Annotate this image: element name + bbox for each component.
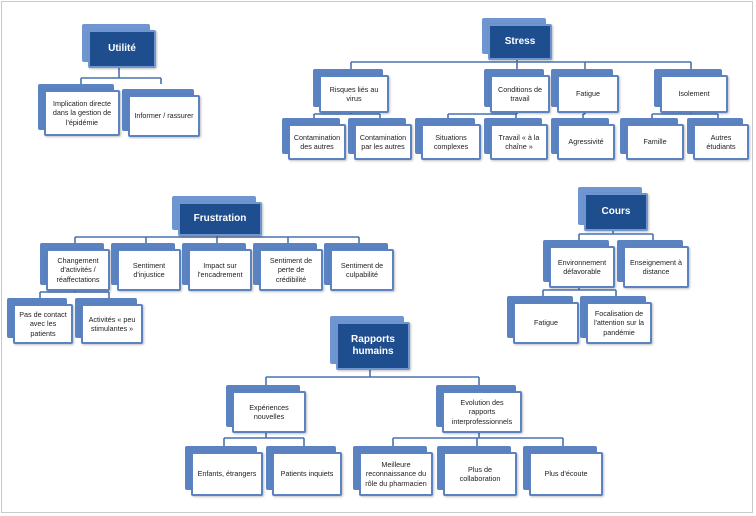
frustration-group-culpabilite: Sentiment de culpabilité <box>330 249 394 291</box>
stress-child-box: Contamination des autres <box>282 118 346 160</box>
stress-child-box: Agressivité <box>551 118 615 160</box>
stress-group-box: Conditions de travail <box>484 69 550 113</box>
rapports-title-box: Rapports humains <box>330 316 410 370</box>
cours-title-box: Cours <box>578 187 648 231</box>
rapports-child-ecoute: Plus d'écoute <box>529 452 603 496</box>
rapports-child-collaboration: Plus de collaboration <box>443 452 517 496</box>
rapports-child-box: Patients inquiets <box>266 446 342 496</box>
stress-group-box: Fatigue <box>551 69 619 113</box>
rapports-child-enfants: Enfants, étrangers <box>191 452 263 496</box>
cours-child-focalisation: Focalisation de l'attention sur la pandé… <box>586 302 652 344</box>
frustration-child-activites: Activités « peu stimulantes » <box>81 304 143 344</box>
stress-child-contamination-par: Contamination par les autres <box>354 124 412 160</box>
frustration-group-box: Sentiment de culpabilité <box>324 243 394 291</box>
cours-group-distance: Enseignement à distance <box>623 246 689 288</box>
stress-child-box: Contamination par les autres <box>348 118 412 160</box>
cours-child-fatigue: Fatigue <box>513 302 579 344</box>
frustration-child-box: Activités « peu stimulantes » <box>75 298 143 344</box>
utilite-title: Utilité <box>88 30 156 68</box>
stress-child-agressivite: Agressivité <box>557 124 615 160</box>
stress-group-fatigue: Fatigue <box>557 75 619 113</box>
frustration-child-box: Pas de contact avec les patients <box>7 298 73 344</box>
rapports-child-box: Meilleure reconnaissance du rôle du phar… <box>353 446 433 496</box>
cours-group-environnement: Environnement défavorable <box>549 246 615 288</box>
rapports-child-patients: Patients inquiets <box>272 452 342 496</box>
utilite-child-box: Informer / rassurer <box>122 89 200 137</box>
cours-group-box: Environnement défavorable <box>543 240 615 288</box>
frustration-child-pas-contact: Pas de contact avec les patients <box>13 304 73 344</box>
rapports-group-evolution: Evolution des rapports interprofessionne… <box>442 391 522 433</box>
stress-group-risques: Risques liés au virus <box>319 75 389 113</box>
rapports-child-box: Enfants, étrangers <box>185 446 263 496</box>
cours-child-box: Focalisation de l'attention sur la pandé… <box>580 296 652 344</box>
frustration-group-box: Sentiment d'injustice <box>111 243 181 291</box>
rapports-group-box: Expériences nouvelles <box>226 385 306 433</box>
rapports-child-reconnaissance: Meilleure reconnaissance du rôle du phar… <box>359 452 433 496</box>
stress-child-box: Famille <box>620 118 684 160</box>
stress-group-isolement: Isolement <box>660 75 728 113</box>
rapports-child-box: Plus d'écoute <box>523 446 603 496</box>
stress-title: Stress <box>488 24 552 60</box>
frustration-group-encadrement: Impact sur l'encadrement <box>188 249 252 291</box>
rapports-title: Rapports humains <box>336 322 410 370</box>
stress-child-contamination-autres: Contamination des autres <box>288 124 346 160</box>
frustration-group-injustice: Sentiment d'injustice <box>117 249 181 291</box>
frustration-group-credibilite: Sentiment de perte de crédibilité <box>259 249 323 291</box>
stress-group-box: Isolement <box>654 69 728 113</box>
stress-child-autres-etudiants: Autres étudiants <box>693 124 749 160</box>
stress-child-situations: Situations complexes <box>421 124 481 160</box>
frustration-title-box: Frustration <box>172 196 262 236</box>
utilite-child-2: Informer / rassurer <box>128 95 200 137</box>
frustration-title: Frustration <box>178 202 262 236</box>
rapports-group-box: Evolution des rapports interprofessionne… <box>436 385 522 433</box>
stress-child-box: Situations complexes <box>415 118 481 160</box>
cours-child-box: Fatigue <box>507 296 579 344</box>
cours-title: Cours <box>584 193 648 231</box>
stress-child-box: Autres étudiants <box>687 118 749 160</box>
utilite-child-box: Implication directe dans la gestion de l… <box>38 84 120 136</box>
stress-group-box: Risques liés au virus <box>313 69 389 113</box>
utilite-child-1: Implication directe dans la gestion de l… <box>44 90 120 136</box>
rapports-group-experiences: Expériences nouvelles <box>232 391 306 433</box>
frustration-group-box: Changement d'activités / réaffectations <box>40 243 110 291</box>
rapports-child-box: Plus de collaboration <box>437 446 517 496</box>
frustration-group-box: Sentiment de perte de crédibilité <box>253 243 323 291</box>
frustration-group-box: Impact sur l'encadrement <box>182 243 252 291</box>
stress-child-famille: Famille <box>626 124 684 160</box>
stress-title-box: Stress <box>482 18 552 60</box>
stress-child-travail-chaine: Travail « à la chaîne » <box>490 124 548 160</box>
frustration-group-changement: Changement d'activités / réaffectations <box>46 249 110 291</box>
stress-child-box: Travail « à la chaîne » <box>484 118 548 160</box>
utilite-title-box: Utilité <box>82 24 156 68</box>
cours-group-box: Enseignement à distance <box>617 240 689 288</box>
stress-group-conditions: Conditions de travail <box>490 75 550 113</box>
